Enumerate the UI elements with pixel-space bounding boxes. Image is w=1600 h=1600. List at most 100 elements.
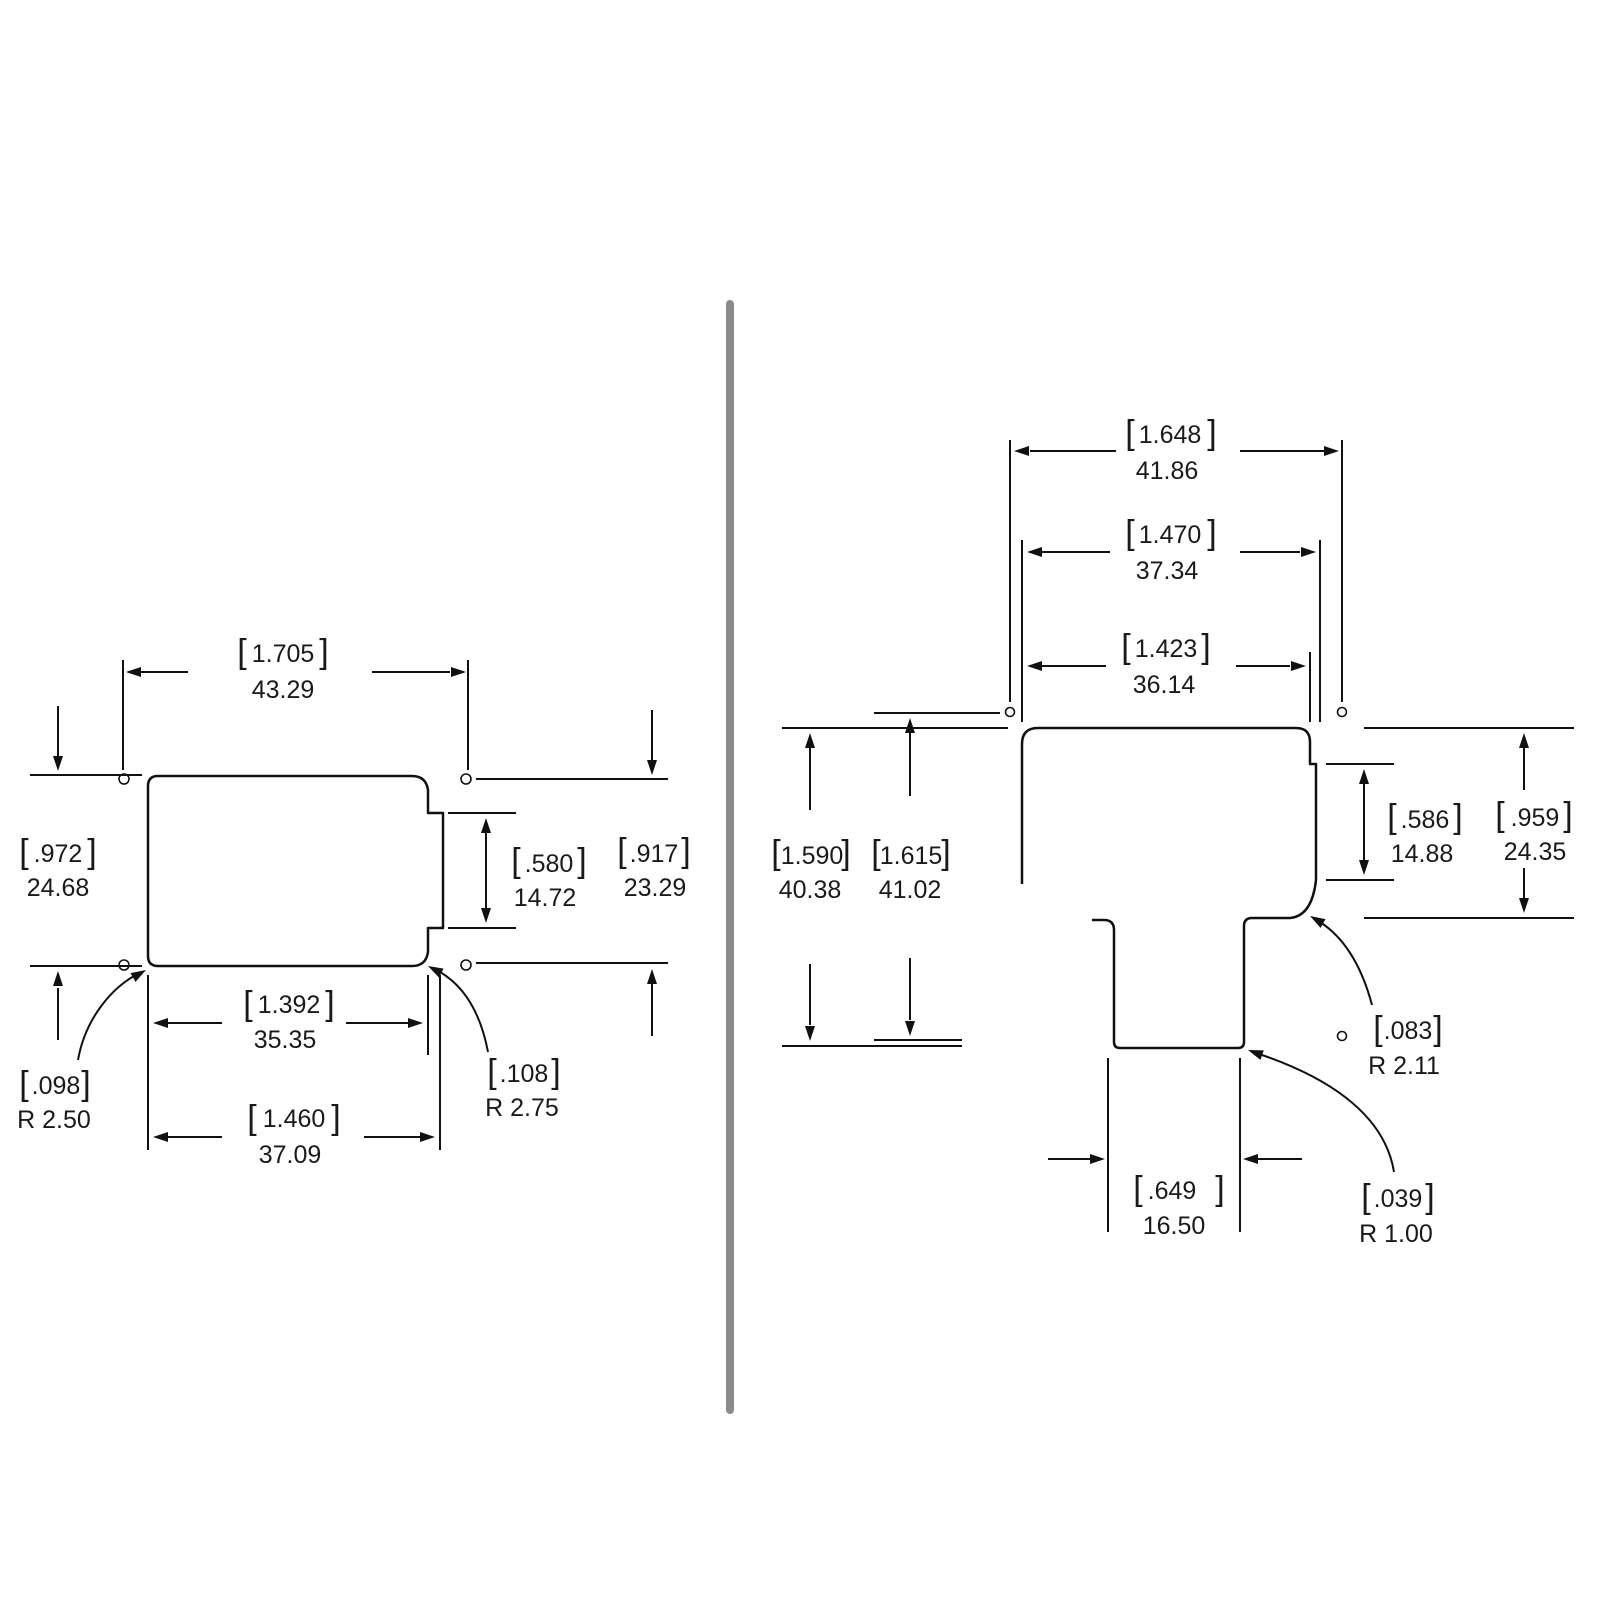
label-left-radius-right-inch: .108 — [500, 1060, 549, 1088]
svg-text:]: ] — [87, 833, 96, 871]
svg-text:[: [ — [1361, 1178, 1371, 1216]
svg-text:[: [ — [1133, 1170, 1143, 1208]
label-right-tab-height-inch: .586 — [1401, 806, 1450, 834]
dim-right-width-inner: [ ] 1.423 36.14 — [1027, 628, 1306, 699]
svg-text:[: [ — [247, 1099, 257, 1137]
dim-left-width-overall: [ ] 1.705 43.29 — [126, 633, 466, 704]
dim-right-height-b: [ ] 1.615 41.02 — [871, 718, 951, 1036]
svg-text:]: ] — [325, 985, 334, 1023]
svg-text:[: [ — [243, 985, 253, 1023]
label-right-width-overall-mm: 41.86 — [1136, 457, 1199, 485]
label-left-height-right-inch: .917 — [630, 840, 679, 868]
svg-text:[: [ — [1387, 798, 1397, 836]
dim-left-height-left: [ ] .972 24.68 — [19, 706, 97, 1040]
left-view: [ ] 1.705 43.29 [ ] .972 24.68 [ ] .580 … — [17, 633, 691, 1169]
callout-right-radius-stem: [ ] .039 R 1.00 — [1246, 1045, 1435, 1248]
dim-right-tab-height: [ ] .586 14.88 — [1359, 769, 1463, 875]
label-left-tab-height-inch: .580 — [525, 850, 574, 878]
label-left-width-inner-inch: 1.392 — [258, 991, 321, 1019]
dim-right-height-right: [ ] .959 24.35 — [1495, 733, 1573, 913]
svg-text:]: ] — [1433, 1010, 1442, 1048]
right-view: [ ] 1.648 41.86 [ ] 1.470 37.34 [ ] 1.42… — [771, 414, 1574, 1248]
label-right-height-b-mm: 41.02 — [879, 876, 942, 904]
label-right-stem-width-inch: .649 — [1148, 1177, 1197, 1205]
label-right-height-right-inch: .959 — [1511, 804, 1560, 832]
label-right-width-mid-inch: 1.470 — [1139, 521, 1202, 549]
label-right-height-right-mm: 24.35 — [1504, 838, 1567, 866]
svg-text:]: ] — [81, 1065, 90, 1103]
svg-text:[: [ — [19, 1065, 29, 1103]
svg-text:[: [ — [19, 833, 29, 871]
label-left-width-body-inch: 1.460 — [263, 1105, 326, 1133]
svg-text:[: [ — [1121, 628, 1131, 666]
label-right-radius-stem-inch: .039 — [1374, 1185, 1423, 1213]
callout-right-radius-shoulder: [ ] .083 R 2.11 — [1307, 911, 1443, 1080]
label-left-width-overall-inch: 1.705 — [252, 640, 315, 668]
dim-left-width-body: [ ] 1.460 37.09 — [153, 1099, 435, 1169]
svg-text:[: [ — [1125, 414, 1135, 452]
label-left-width-body-mm: 37.09 — [259, 1141, 322, 1169]
label-right-width-inner-mm: 36.14 — [1133, 671, 1196, 699]
left-part-outline — [146, 774, 445, 968]
callout-left-radius-right: [ ] .108 R 2.75 — [425, 961, 561, 1122]
right-hole-top-right — [1336, 706, 1348, 718]
dim-right-stem-width: [ ] .649 16.50 — [1048, 1154, 1302, 1240]
dim-right-width-overall: [ ] 1.648 41.86 — [1014, 414, 1339, 485]
label-right-stem-width-mm: 16.50 — [1143, 1212, 1206, 1240]
right-hole-top-left — [1004, 706, 1016, 718]
label-right-radius-shoulder-mm: R 2.11 — [1368, 1052, 1440, 1080]
svg-text:[: [ — [1373, 1010, 1383, 1048]
label-left-radius-right-mm: R 2.75 — [485, 1094, 559, 1122]
svg-text:]: ] — [551, 1053, 560, 1091]
label-right-width-mid-mm: 37.34 — [1136, 557, 1199, 585]
right-part-outline — [1020, 726, 1318, 1050]
svg-text:]: ] — [319, 633, 328, 671]
svg-text:]: ] — [1563, 796, 1572, 834]
svg-text:]: ] — [681, 832, 690, 870]
label-right-width-overall-inch: 1.648 — [1139, 421, 1202, 449]
svg-text:]: ] — [841, 834, 850, 872]
label-right-tab-height-mm: 14.88 — [1391, 840, 1454, 868]
dim-left-width-inner: [ ] 1.392 35.35 — [153, 985, 423, 1054]
svg-text:]: ] — [941, 834, 950, 872]
label-left-width-overall-mm: 43.29 — [252, 676, 315, 704]
callout-left-radius-left: [ ] .098 R 2.50 — [17, 965, 149, 1134]
left-hole-bottom-right — [460, 959, 472, 971]
right-part-stem-left-edge — [1092, 918, 1116, 936]
left-hole-top-right — [460, 773, 472, 785]
label-right-height-a-mm: 40.38 — [779, 876, 842, 904]
svg-text:[: [ — [1495, 796, 1505, 834]
svg-text:[: [ — [511, 842, 521, 880]
svg-text:]: ] — [331, 1099, 340, 1137]
svg-text:]: ] — [1453, 798, 1462, 836]
svg-text:[: [ — [1125, 514, 1135, 552]
dim-right-height-a: [ ] 1.590 40.38 — [771, 733, 851, 1041]
dim-right-width-mid: [ ] 1.470 37.34 — [1027, 514, 1316, 585]
svg-text:]: ] — [1207, 414, 1216, 452]
label-left-width-inner-mm: 35.35 — [254, 1026, 317, 1054]
label-left-height-left-inch: .972 — [34, 840, 83, 868]
dim-left-tab-height: [ ] .580 14.72 — [481, 818, 587, 923]
dim-left-height-right: [ ] .917 23.29 — [617, 710, 691, 1036]
right-hole-bottom-right — [1336, 1030, 1348, 1042]
svg-text:[: [ — [487, 1053, 497, 1091]
label-right-height-a-inch: 1.590 — [781, 842, 844, 870]
label-right-radius-stem-mm: R 1.00 — [1359, 1220, 1433, 1248]
label-right-height-b-inch: 1.615 — [880, 842, 943, 870]
svg-text:[: [ — [771, 834, 781, 872]
svg-text:[: [ — [871, 834, 881, 872]
svg-text:]: ] — [1207, 514, 1216, 552]
label-left-tab-height-mm: 14.72 — [514, 884, 577, 912]
svg-text:[: [ — [237, 633, 247, 671]
svg-text:[: [ — [617, 832, 627, 870]
label-right-radius-shoulder-inch: .083 — [1384, 1017, 1433, 1045]
label-left-radius-left-mm: R 2.50 — [17, 1106, 91, 1134]
label-left-radius-left-inch: .098 — [32, 1072, 81, 1100]
label-left-height-right-mm: 23.29 — [624, 874, 687, 902]
svg-text:]: ] — [1201, 628, 1210, 666]
svg-text:]: ] — [577, 842, 586, 880]
svg-text:]: ] — [1215, 1170, 1224, 1208]
label-right-width-inner-inch: 1.423 — [1135, 635, 1198, 663]
label-left-height-left-mm: 24.68 — [27, 874, 90, 902]
